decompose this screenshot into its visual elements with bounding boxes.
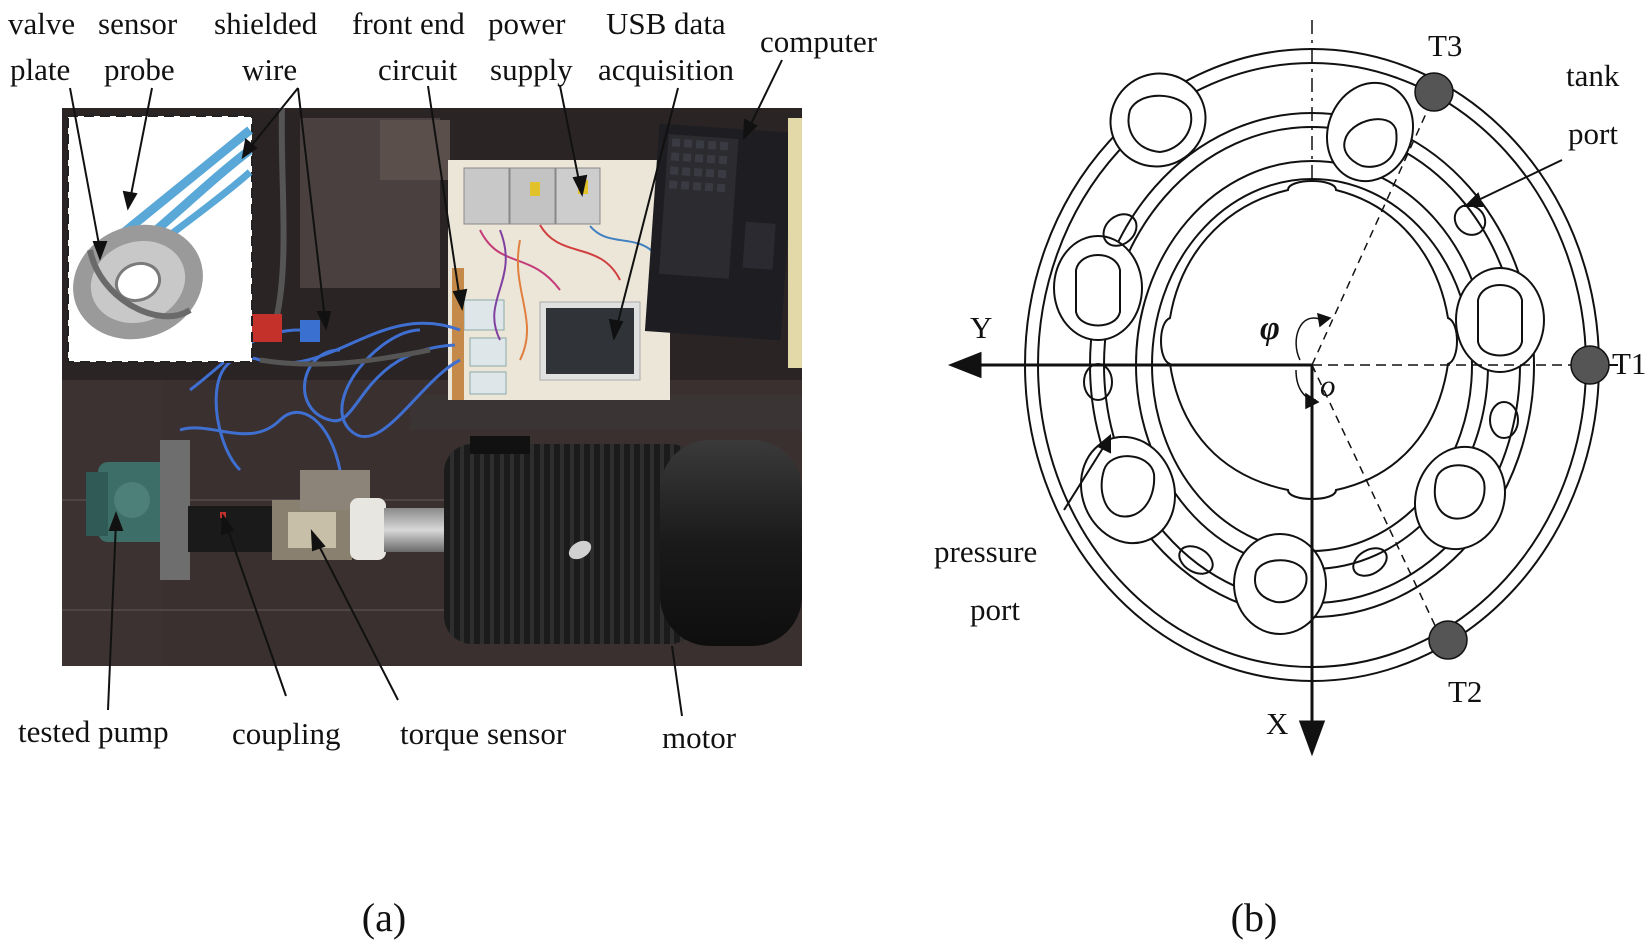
label-shielded-wire-line2: wire bbox=[242, 52, 298, 87]
panel-a-leaders bbox=[69, 59, 783, 717]
port-arrows bbox=[1063, 159, 1563, 511]
sensor-t3 bbox=[1414, 72, 1454, 112]
label-tank-port-line2: port bbox=[1568, 116, 1618, 151]
motor bbox=[444, 444, 698, 644]
label-pressure-port-line1: pressure bbox=[934, 534, 1038, 569]
label-t2: T2 bbox=[1448, 674, 1483, 709]
label-phi: φ bbox=[1260, 310, 1280, 347]
label-valve-plate-line1: valve bbox=[8, 6, 76, 41]
label-front-end-line1: front end bbox=[352, 6, 465, 41]
label-pressure-port-line2: port bbox=[970, 592, 1020, 627]
label-axis-x: X bbox=[1266, 706, 1289, 741]
label-axis-y: Y bbox=[970, 310, 993, 345]
label-power-supply-line2: supply bbox=[490, 52, 573, 87]
caption-b: (b) bbox=[1230, 895, 1278, 940]
label-tank-port-line1: tank bbox=[1566, 58, 1620, 93]
central-bore bbox=[1160, 180, 1458, 500]
angle-arcs bbox=[1295, 312, 1332, 410]
label-tested-pump: tested pump bbox=[18, 714, 169, 749]
label-torque-sensor: torque sensor bbox=[400, 716, 567, 751]
sensor-t1 bbox=[1570, 345, 1610, 385]
label-usb-line2: acquisition bbox=[598, 52, 735, 87]
label-shielded-wire-line1: shielded bbox=[214, 6, 318, 41]
label-sensor-probe-line2: probe bbox=[104, 52, 175, 87]
coordinate-axes bbox=[947, 351, 1326, 757]
label-front-end-line2: circuit bbox=[378, 52, 458, 87]
label-t1: T1 bbox=[1612, 346, 1647, 381]
label-power-supply-line1: power bbox=[488, 6, 566, 41]
piston-bores bbox=[1053, 72, 1545, 635]
label-origin: o bbox=[1320, 368, 1336, 403]
sensor-t2 bbox=[1428, 620, 1468, 660]
label-t3: T3 bbox=[1428, 28, 1463, 63]
label-motor: motor bbox=[662, 720, 737, 755]
label-coupling: coupling bbox=[232, 716, 341, 751]
caption-a: (a) bbox=[361, 895, 407, 940]
label-valve-plate-line2: plate bbox=[10, 52, 71, 87]
label-sensor-probe-line1: sensor bbox=[98, 6, 178, 41]
front-end-circuit bbox=[463, 299, 505, 331]
label-computer: computer bbox=[760, 24, 878, 59]
label-usb-line1: USB data bbox=[606, 6, 726, 41]
